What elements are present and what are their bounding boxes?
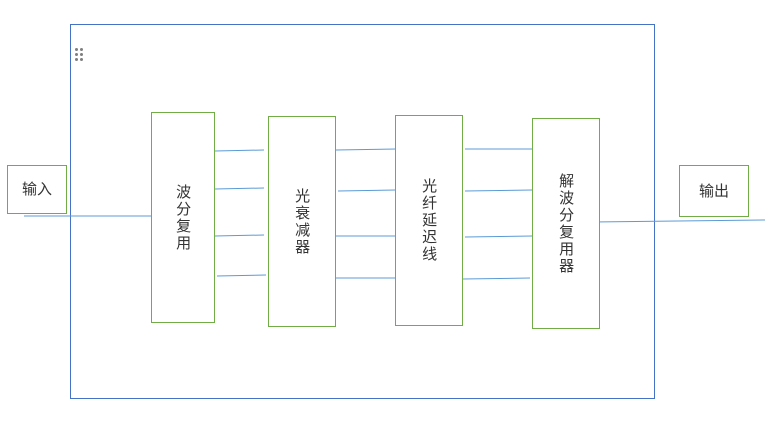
delay-line-label: 光纤延迟线 xyxy=(420,178,439,263)
output-connector xyxy=(592,219,766,223)
channel-line xyxy=(464,189,533,192)
channel-line xyxy=(337,189,397,192)
output-label: 输出 xyxy=(698,181,729,200)
demux-block[interactable]: 解波分复用器 xyxy=(532,118,600,329)
channel-line xyxy=(335,148,397,151)
drag-handle-icon[interactable] xyxy=(75,48,85,62)
system-frame xyxy=(70,24,655,399)
delay-line-block[interactable]: 光纤延迟线 xyxy=(395,115,463,326)
demux-label: 解波分复用器 xyxy=(557,172,576,275)
attenuator-block[interactable]: 光衰减器 xyxy=(268,116,336,327)
channel-line xyxy=(214,234,265,237)
attenuator-label: 光衰减器 xyxy=(293,187,312,256)
wdm-label: 波分复用 xyxy=(174,183,193,252)
channel-line xyxy=(462,277,531,280)
input-label: 输入 xyxy=(21,180,52,199)
wdm-block[interactable]: 波分复用 xyxy=(151,112,215,323)
output-box[interactable]: 输出 xyxy=(679,165,749,217)
channel-line xyxy=(214,149,265,152)
channel-line xyxy=(464,235,533,238)
channel-line xyxy=(214,187,265,190)
input-box[interactable]: 输入 xyxy=(7,165,67,214)
channel-line xyxy=(216,274,267,277)
